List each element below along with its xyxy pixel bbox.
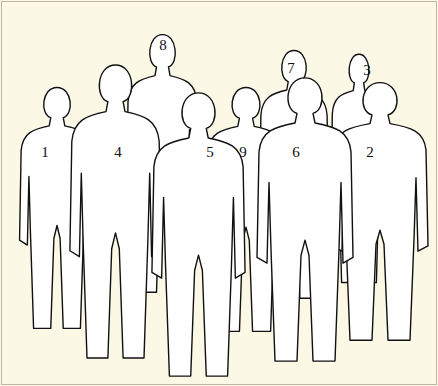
silhouette-outline [257, 78, 353, 361]
silhouette-shape [255, 75, 355, 363]
silhouette-outline [332, 83, 428, 341]
callout-number: 8 [159, 38, 167, 53]
person-silhouette: 4 [68, 62, 163, 360]
callout-number: 2 [366, 145, 374, 160]
silhouette-outline [70, 65, 161, 358]
callout-number: 3 [363, 63, 371, 78]
callout-number: 4 [114, 145, 122, 160]
callout-number: 1 [41, 145, 49, 160]
person-silhouette: 5 [150, 90, 247, 378]
silhouette-shape [150, 90, 247, 378]
callout-number: 7 [287, 61, 295, 76]
person-silhouette: 6 [255, 75, 355, 363]
callout-number: 6 [292, 145, 300, 160]
callout-number: 5 [206, 145, 214, 160]
silhouette-shape [68, 62, 163, 360]
